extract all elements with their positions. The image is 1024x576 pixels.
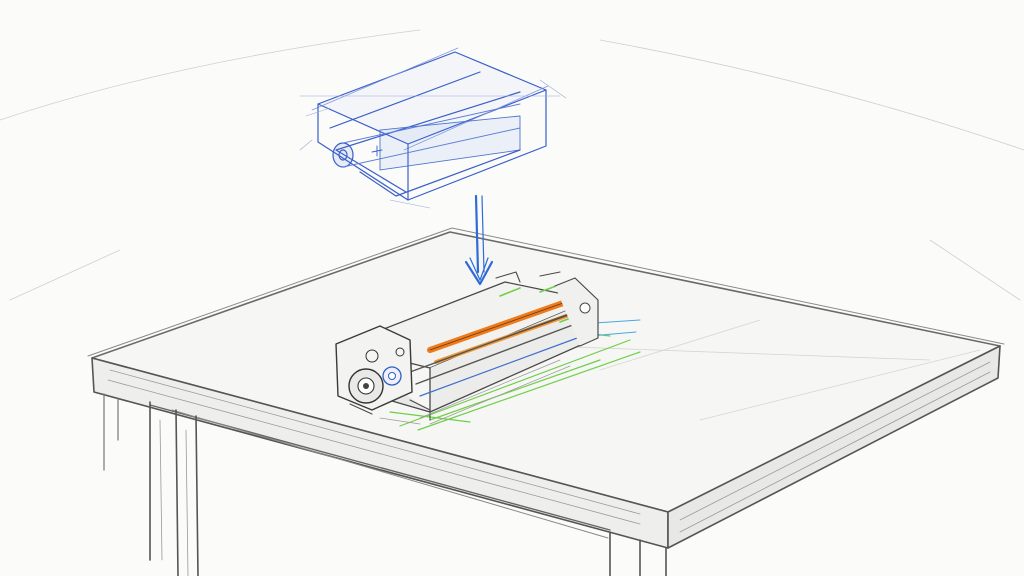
mechanical-assembly — [335, 271, 641, 431]
table-leg-right-front — [609, 531, 667, 576]
arrow-down-icon — [464, 194, 494, 286]
table-right-edge — [667, 345, 1001, 549]
table-leg-left-front — [149, 401, 199, 576]
component-blueprint — [299, 47, 567, 209]
table — [87, 227, 1005, 576]
table-leg-left-back — [103, 393, 119, 471]
background-strokes — [0, 29, 1024, 301]
